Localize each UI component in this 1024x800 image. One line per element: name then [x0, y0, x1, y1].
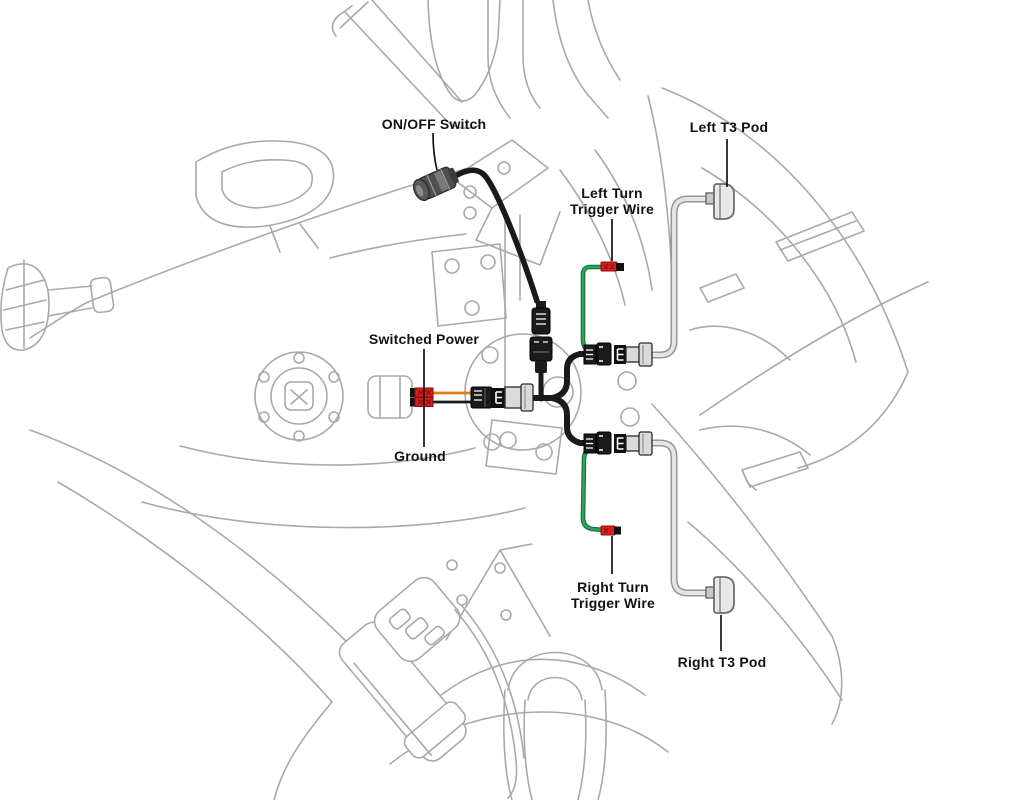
pod-wires: [642, 195, 713, 597]
left-pod-wire: [642, 195, 713, 359]
left-turn-trigger-label-line2: Trigger Wire: [570, 201, 654, 217]
right-turn-tap-connector: [600, 525, 621, 536]
right-t3-pod: [705, 576, 735, 614]
inline-connector: [529, 301, 553, 373]
ground-terminal: [410, 397, 434, 407]
right-t3-pod-label: Right T3 Pod: [677, 654, 767, 670]
switched-power-terminal: [410, 387, 434, 398]
main-harness: [431, 167, 590, 446]
switch-leader-line: [432, 132, 438, 171]
upper-branch-connector-pair: [583, 342, 653, 367]
fork-tubes-outline: [487, 0, 653, 306]
lower-branch-connector-pair: [583, 431, 653, 456]
on-off-switch-label: ON/OFF Switch: [381, 116, 487, 132]
left-handguard-outline: [195, 140, 335, 253]
switch-wire: [446, 167, 540, 304]
left-grip-outline: [331, 0, 501, 130]
harness-branch-down: [549, 395, 590, 446]
switched-power-label: Switched Power: [368, 331, 480, 347]
left-turn-trigger-wire: [580, 264, 606, 356]
leader-lines: [423, 132, 728, 651]
ground-label: Ground: [394, 448, 446, 464]
right-cowl-outline: [647, 87, 909, 469]
right-grip-outline: [338, 576, 525, 799]
lower-right-outline: [651, 281, 929, 725]
left-turn-trigger-label: Left Turn Trigger Wire: [570, 185, 654, 217]
left-footpeg-outline: [0, 259, 115, 351]
right-turn-trigger-label-line2: Trigger Wire: [571, 595, 655, 611]
power-connector-pair: [470, 383, 534, 412]
front-wheel-outline: [389, 543, 669, 800]
right-turn-trigger-label: Right Turn Trigger Wire: [571, 579, 655, 611]
fuel-cap-outline: [254, 351, 344, 442]
trigger-wires: [580, 264, 607, 533]
left-t3-pod-label: Left T3 Pod: [689, 119, 769, 135]
left-turn-trigger-label-line1: Left Turn: [581, 185, 643, 201]
right-turn-trigger-label-line1: Right Turn: [577, 579, 649, 595]
right-turn-trigger-wire: [580, 443, 607, 533]
right-pod-wire: [642, 439, 713, 597]
on-off-switch-icon: [412, 166, 459, 202]
left-t3-pod: [705, 183, 735, 220]
harness-branch-up: [549, 351, 590, 401]
reservoir-outline: [451, 139, 561, 266]
left-turn-tap-connector: [600, 261, 624, 272]
